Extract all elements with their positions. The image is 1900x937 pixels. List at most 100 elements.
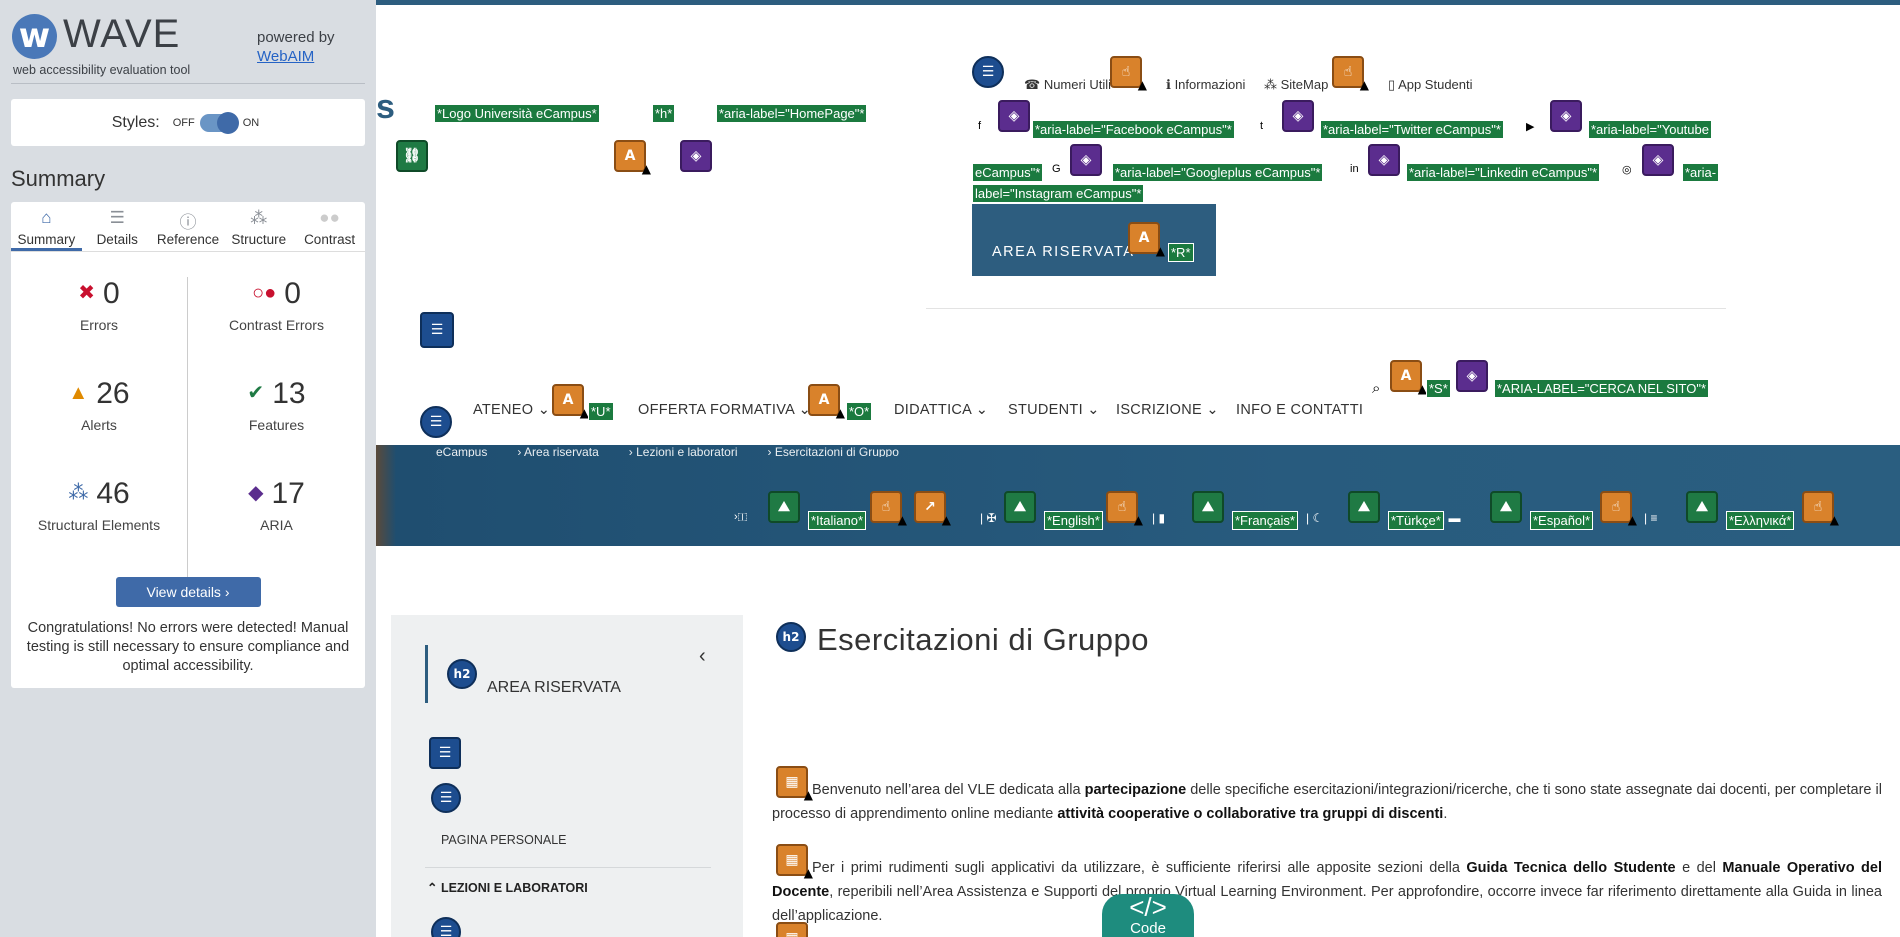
collapse-chevron-icon[interactable]: ‹ (699, 645, 706, 667)
alert-icon[interactable]: ☝ (1106, 491, 1143, 527)
nav-studenti[interactable]: STUDENTI ⌄ (1008, 402, 1100, 418)
wave-sidebar: w WAVE web accessibility evaluation tool… (0, 0, 376, 937)
view-details-button[interactable]: View details › (115, 577, 261, 607)
lang-francais[interactable]: *Français* (1232, 511, 1298, 530)
stat-structural[interactable]: ⁂46 Structural Elements (11, 477, 188, 577)
lang-espanol[interactable]: *Español* (1530, 511, 1594, 530)
image-icon[interactable]: ⛰ (1192, 491, 1224, 523)
image-icon[interactable]: ⛰ (768, 491, 800, 523)
alert-icon[interactable]: ☝ (1802, 491, 1839, 527)
sitemap-link[interactable]: ⁂ SiteMap (1264, 77, 1329, 92)
instagram-icon[interactable]: ◎ (1622, 164, 1632, 176)
styles-toggle[interactable] (199, 111, 239, 134)
tab-reference[interactable]: ⓘ Reference (153, 202, 224, 251)
tab-label: Summary (17, 232, 76, 247)
list-icon[interactable]: ☰ (431, 917, 461, 937)
list-icon[interactable]: ☰ (972, 56, 1004, 88)
link-icon[interactable]: ⛓ (396, 140, 428, 172)
image-icon[interactable]: ⛰ (1686, 491, 1718, 523)
nav-ateneo[interactable]: ATENEO ⌄ (473, 402, 551, 418)
alert-icon[interactable]: ↗ (914, 491, 951, 527)
alert-icon[interactable]: ▦ (776, 844, 813, 880)
alert-icon[interactable]: A (614, 140, 651, 176)
errors-label: Errors (79, 317, 119, 333)
code-toggle-button[interactable]: </> Code (1102, 894, 1194, 937)
app-studenti-link[interactable]: ▯ App Studenti (1388, 77, 1473, 92)
sidebar-pagina-personale[interactable]: PAGINA PERSONALE (441, 833, 567, 847)
html5-icon[interactable]: ☰ (420, 312, 454, 348)
html5-icon[interactable]: ☰ (429, 737, 461, 769)
tab-details[interactable]: ☰ Details (82, 202, 153, 251)
breadcrumb-current[interactable]: Esercitazioni di Gruppo (774, 445, 899, 457)
youtube-icon[interactable]: ▶ (1526, 121, 1535, 133)
wave-logo-icon: w (12, 14, 57, 59)
tab-structure[interactable]: ⁂ Structure (223, 202, 294, 251)
webaim-link[interactable]: WebAIM (257, 48, 315, 65)
aria-tag-icon[interactable]: ◈ (1642, 144, 1674, 176)
stat-errors[interactable]: ✖0 Errors (11, 277, 188, 377)
alert-icon[interactable]: ▦ (776, 766, 813, 802)
page-title: Esercitazioni di Gruppo (817, 622, 1149, 657)
list-icon[interactable]: ☰ (420, 406, 452, 438)
flag-it-icon: ›🇮 (734, 511, 748, 523)
alert-icon[interactable]: ☝ (1110, 56, 1147, 92)
aria-tag-icon[interactable]: ◈ (1368, 144, 1400, 176)
image-icon[interactable]: ⛰ (1490, 491, 1522, 523)
numeri-utili-link[interactable]: ☎ Numeri Utili (1024, 77, 1111, 92)
error-icon: ✖ (78, 282, 96, 304)
lang-english[interactable]: *English* (1044, 511, 1103, 530)
p1-bold: attività cooperative o collaborative tra… (1057, 806, 1444, 822)
linkedin-icon[interactable]: in (1350, 163, 1359, 175)
nav-didattica[interactable]: DIDATTICA ⌄ (894, 402, 989, 418)
alert-icon[interactable]: ▦ (776, 922, 808, 937)
alert-icon[interactable]: ☝ (1332, 56, 1369, 92)
stat-alerts[interactable]: ▲26 Alerts (11, 377, 188, 477)
alert-icon[interactable]: A (1390, 360, 1427, 396)
area-riservata-button[interactable]: AREA RISERVATA (972, 204, 1216, 276)
code-label: Code (1130, 920, 1166, 937)
aria-tag-icon[interactable]: ◈ (1456, 360, 1488, 392)
alert-icon[interactable]: A (808, 384, 845, 420)
googleplus-icon[interactable]: G (1052, 163, 1061, 175)
alert-icon[interactable]: ☝ (1600, 491, 1637, 527)
aria-tag-icon[interactable]: ◈ (680, 140, 712, 172)
nav-info[interactable]: INFO E CONTATTI (1236, 402, 1363, 418)
breadcrumb-area[interactable]: Area riservata (524, 445, 599, 457)
lang-greek[interactable]: *Ελληνικά* (1726, 511, 1795, 530)
breadcrumb-home[interactable]: eCampus (436, 445, 488, 457)
wave-tabs: ⌂ Summary ☰ Details ⓘ Reference ⁂ Struct… (11, 202, 365, 252)
sidebar-lezioni[interactable]: ⌃ LEZIONI E LABORATORI (427, 881, 588, 895)
logo-alt-label: *Logo Università eCampus* (434, 104, 600, 123)
page-banner: eCampus › Area riservata › Lezioni e lab… (376, 445, 1900, 546)
lang-italiano[interactable]: *Italiano* (808, 511, 867, 530)
search-icon[interactable]: ⌕ (1372, 380, 1381, 397)
twitter-icon[interactable]: t (1260, 120, 1264, 132)
nav-iscrizione[interactable]: ISCRIZIONE ⌄ (1116, 402, 1219, 418)
alert-icon[interactable]: A (1128, 222, 1165, 258)
nav-offerta[interactable]: OFFERTA FORMATIVA ⌄ (638, 402, 812, 418)
aria-tag-icon[interactable]: ◈ (1282, 100, 1314, 132)
lang-turkce[interactable]: *Türkçe* (1388, 511, 1444, 530)
image-icon[interactable]: ⛰ (1348, 491, 1380, 523)
area-riservata-label: AREA RISERVATA (992, 244, 1135, 260)
tab-summary[interactable]: ⌂ Summary (11, 202, 82, 251)
alert-icon[interactable]: ☝ (870, 491, 907, 527)
image-icon[interactable]: ⛰ (1004, 491, 1036, 523)
aria-tag-icon[interactable]: ◈ (998, 100, 1030, 132)
informazioni-link[interactable]: ℹ Informazioni (1166, 77, 1246, 92)
tab-label: Details (96, 232, 138, 247)
alert-icon[interactable]: A (552, 384, 589, 420)
breadcrumb-lezioni[interactable]: Lezioni e laboratori (636, 445, 738, 457)
features-count: 13 (272, 377, 306, 410)
facebook-icon[interactable]: f (978, 120, 982, 132)
nav-info-label: INFO E CONTATTI (1236, 402, 1364, 418)
stat-contrast[interactable]: ○●0 Contrast Errors (188, 277, 365, 377)
stat-aria[interactable]: ◆17 ARIA (188, 477, 365, 577)
feature-icon: ✔ (247, 382, 265, 404)
aria-tag-icon[interactable]: ◈ (1070, 144, 1102, 176)
stat-features[interactable]: ✔13 Features (188, 377, 365, 477)
aria-tag-icon[interactable]: ◈ (1550, 100, 1582, 132)
structural-count: 46 (96, 477, 130, 510)
list-icon[interactable]: ☰ (431, 783, 461, 813)
tab-contrast[interactable]: ●● Contrast (294, 202, 365, 251)
